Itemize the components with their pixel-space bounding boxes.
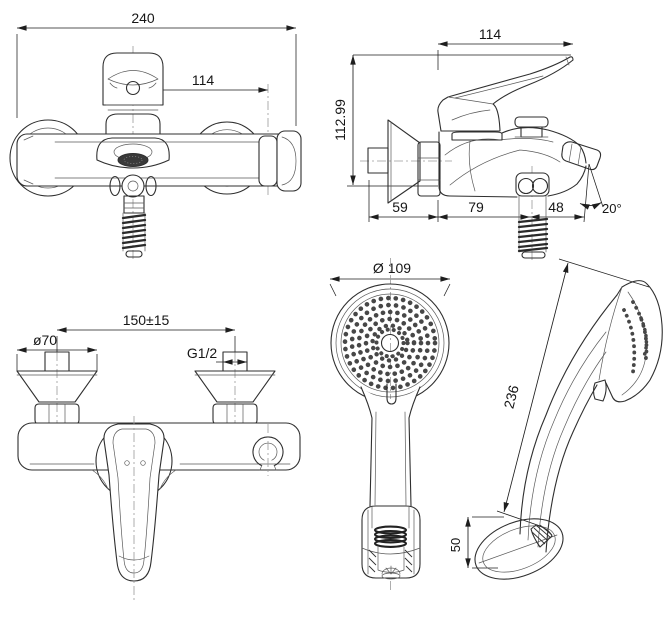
handle-side [437, 56, 574, 141]
dimension-thread-size: G1/2 [187, 345, 247, 365]
mode-button [386, 383, 397, 405]
shower-head-face [330, 283, 450, 403]
handle-front [102, 52, 164, 135]
dimension-length: 236 [496, 258, 650, 528]
shower-handle-side [519, 294, 618, 553]
dim-label-150: 150±15 [123, 312, 170, 328]
wall-connection-right-top [194, 351, 276, 425]
dim-label-70: ø70 [33, 332, 57, 348]
dimension-handle-reach: 114 [437, 26, 573, 70]
handle-dot [124, 460, 130, 466]
dim-label-79: 79 [468, 199, 484, 215]
dim-label-59: 59 [392, 199, 408, 215]
front-view: 240 114 [9, 10, 302, 262]
shower-head-side [592, 280, 663, 403]
center-nozzle [380, 333, 400, 353]
aerator-mesh [117, 153, 149, 167]
dim-label-114-front: 114 [192, 72, 215, 88]
dim-label-48: 48 [548, 199, 564, 215]
dimension-connection-centers: 150±15 [56, 312, 236, 424]
dimension-base-height: 50 [448, 516, 504, 569]
dim-label-236: 236 [501, 383, 522, 410]
handle-connector-section [361, 505, 421, 580]
dim-label-109: Ø 109 [373, 260, 411, 276]
dimension-escutcheon-diameter: ø70 [16, 332, 98, 371]
hose-outlet-front [121, 195, 147, 258]
dim-label-114-side: 114 [479, 26, 502, 42]
nozzle-ring [374, 327, 406, 359]
shower-base-side [474, 518, 564, 580]
handshower-front-view: Ø 109 [329, 258, 451, 592]
top-view: 150±15 ø70 G1/2 [16, 312, 301, 602]
handle-screw [125, 80, 141, 96]
spout-front [96, 137, 170, 169]
dim-label-g12: G1/2 [187, 345, 218, 361]
spout-tip [561, 141, 602, 171]
mixer-body-side [438, 127, 602, 198]
shower-handle-front [360, 383, 421, 507]
dim-label-20deg: 20° [602, 201, 622, 216]
dim-label-50: 50 [448, 538, 463, 552]
shower-holder-bracket [258, 130, 302, 192]
hose-outlet-side [515, 172, 550, 259]
dimension-spout-angle: 20° [579, 163, 622, 223]
shower-holder-top [252, 424, 284, 476]
diverter-knob-side [514, 116, 549, 138]
handshower-side-view: 236 50 [448, 258, 663, 580]
dim-label-240: 240 [131, 10, 155, 26]
side-view: 114 112.99 59 79 48 20° [332, 26, 622, 262]
dimension-overall-width: 240 [16, 10, 297, 126]
dimension-height: 112.99 [332, 54, 571, 187]
dimension-head-diameter: Ø 109 [329, 260, 451, 297]
handle-dot [140, 460, 146, 466]
diverter-front [109, 174, 157, 198]
dimension-chain-bottom: 59 79 48 [368, 180, 584, 222]
mode-button-side [592, 379, 607, 402]
wall-connector-side [367, 119, 441, 204]
dim-label-112-99: 112.99 [332, 99, 348, 141]
